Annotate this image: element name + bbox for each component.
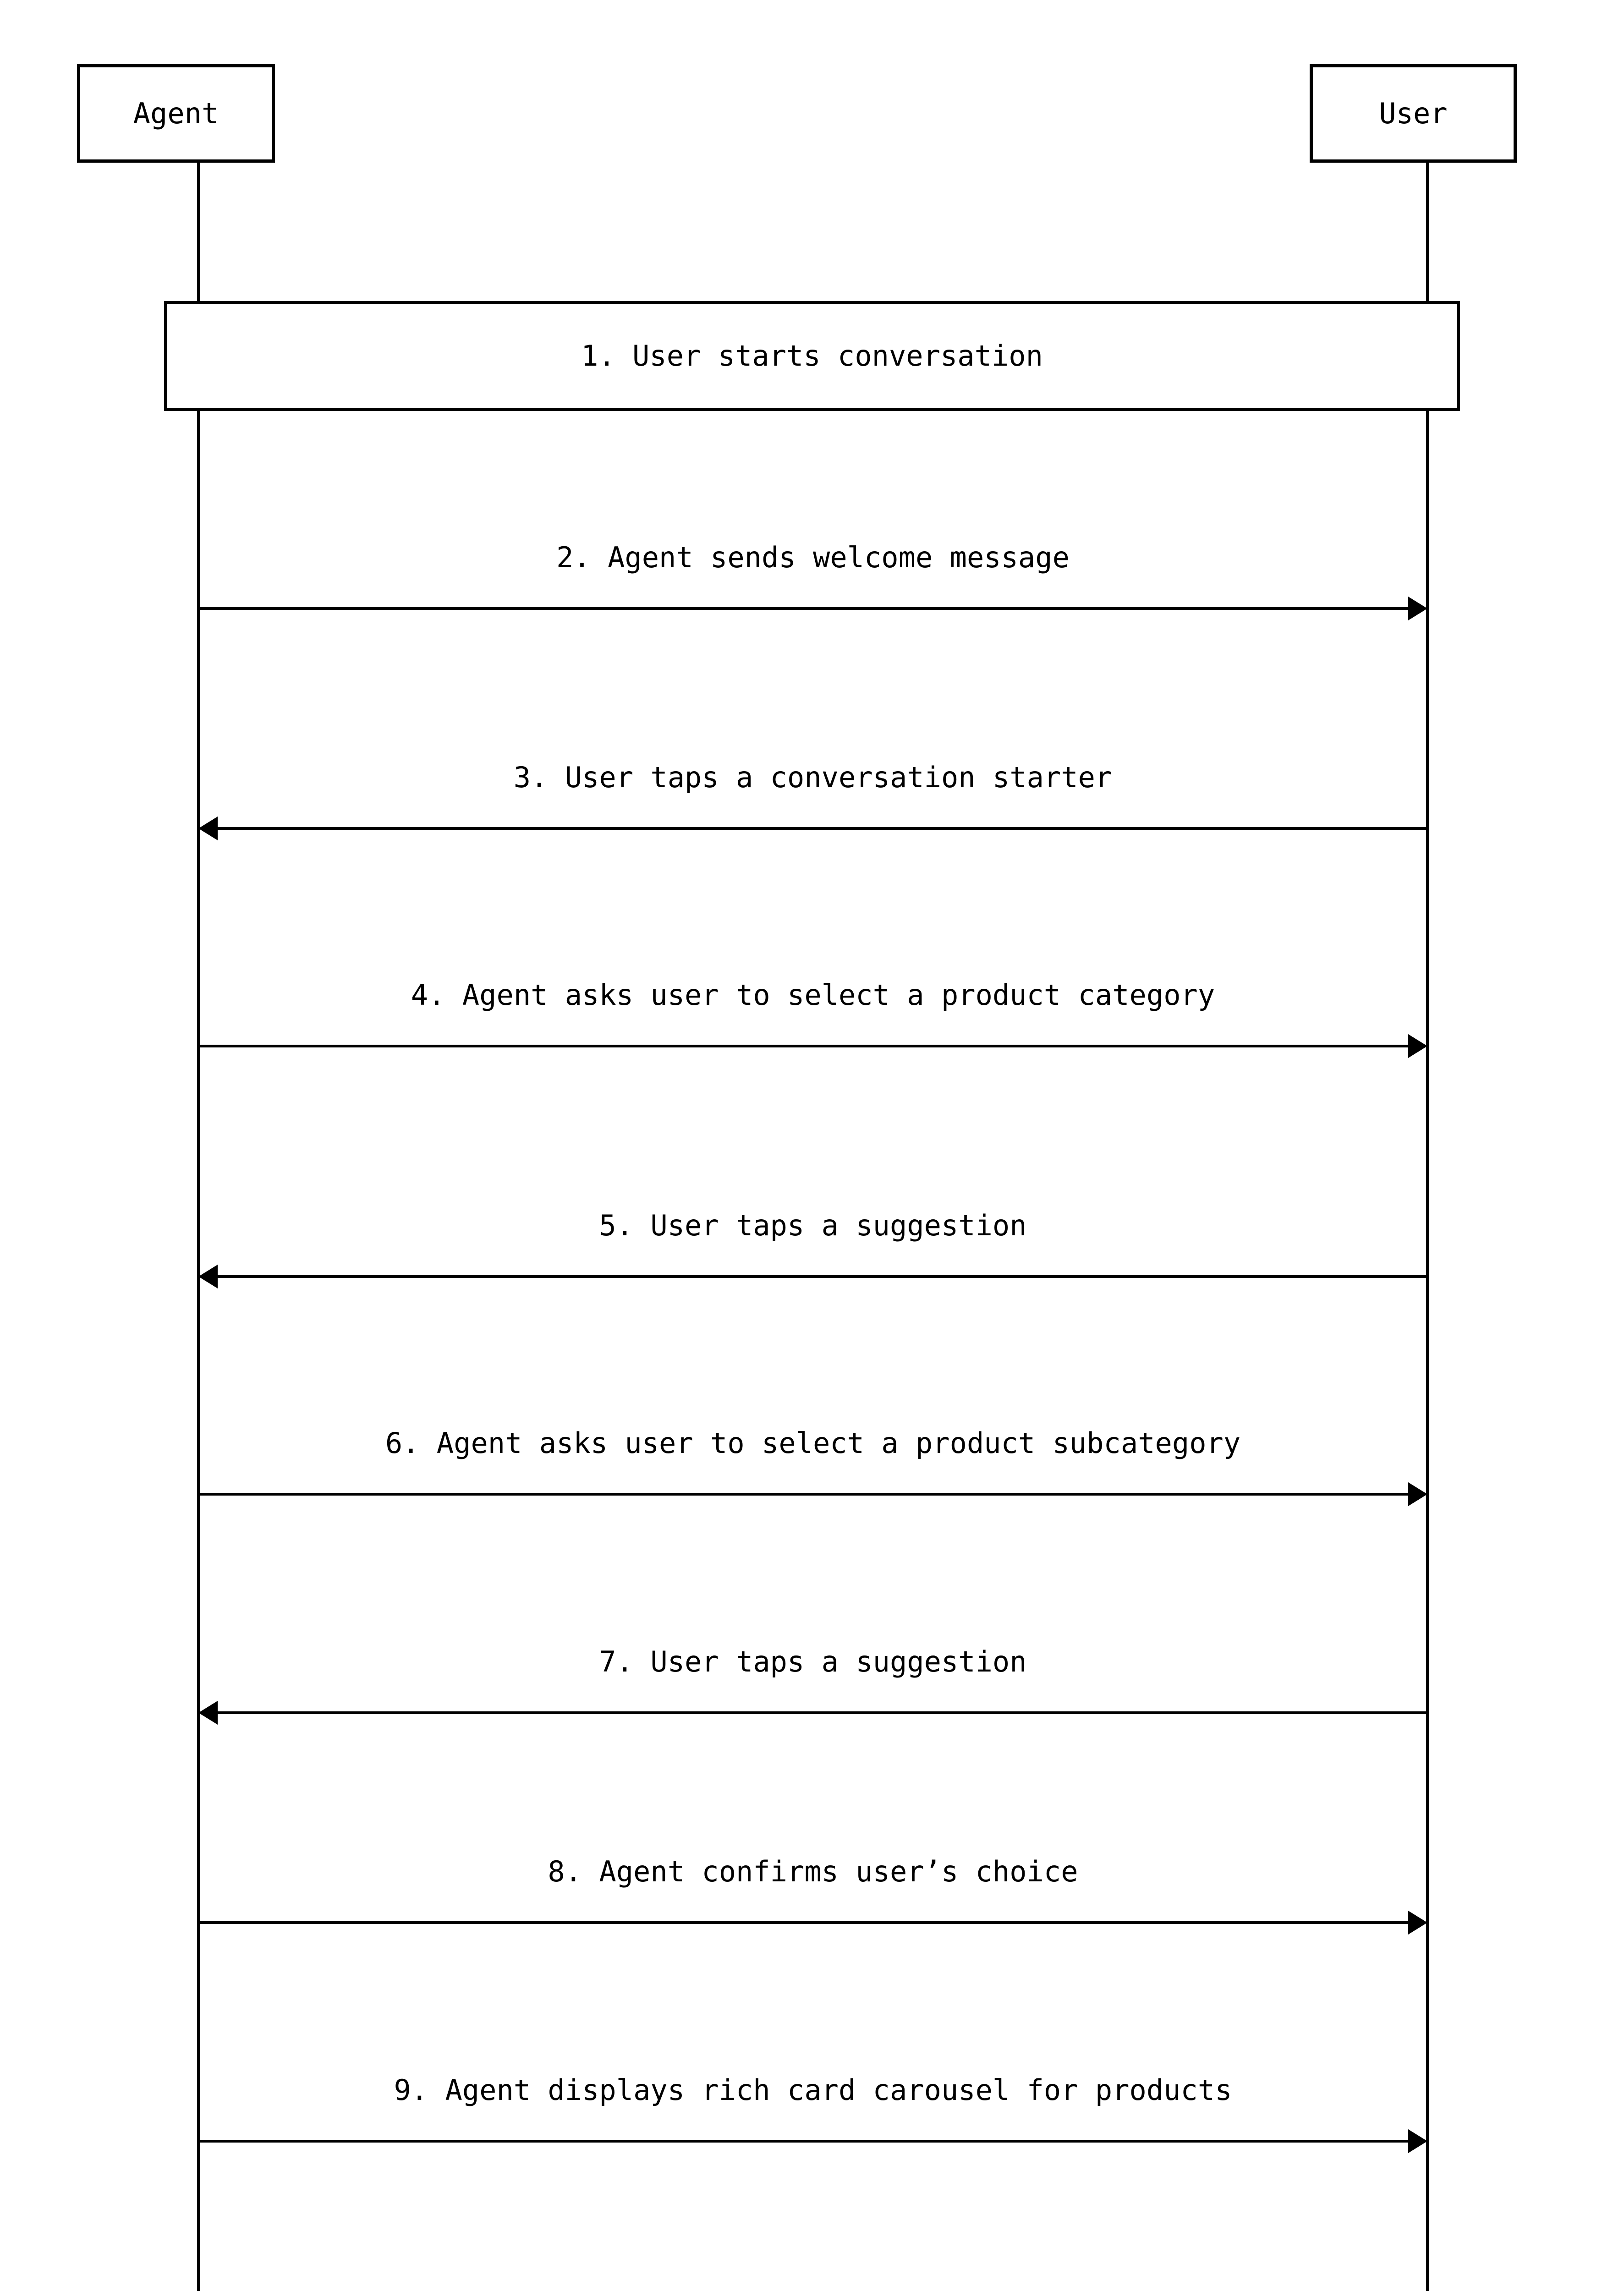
message-line-3 bbox=[216, 827, 1427, 830]
message-label-3: 3. User taps a conversation starter bbox=[513, 761, 1113, 794]
message-line-2 bbox=[198, 607, 1410, 610]
message-label-6: 6. Agent asks user to select a product s… bbox=[385, 1426, 1241, 1460]
message-line-8 bbox=[198, 1921, 1410, 1924]
message-line-9 bbox=[198, 2140, 1410, 2143]
participant-box-user-header[interactable]: User bbox=[1310, 64, 1517, 163]
message-label-7: 7. User taps a suggestion bbox=[599, 1645, 1027, 1678]
note-box-step-1[interactable]: 1. User starts conversation bbox=[164, 301, 1460, 411]
message-label-8: 8. Agent confirms user’s choice bbox=[548, 1855, 1078, 1888]
arrow-head-right-4 bbox=[1408, 1034, 1427, 1058]
arrow-head-right-8 bbox=[1408, 1911, 1427, 1935]
arrow-head-right-6 bbox=[1408, 1482, 1427, 1506]
participant-box-agent-header[interactable]: Agent bbox=[77, 64, 275, 163]
participant-label-agent: Agent bbox=[133, 96, 219, 130]
message-label-5: 5. User taps a suggestion bbox=[599, 1209, 1027, 1242]
message-label-2: 2. Agent sends welcome message bbox=[556, 541, 1070, 574]
arrow-head-right-2 bbox=[1408, 597, 1427, 620]
message-line-5 bbox=[216, 1275, 1427, 1278]
message-label-9: 9. Agent displays rich card carousel for… bbox=[394, 2073, 1232, 2107]
note-label: 1. User starts conversation bbox=[581, 339, 1043, 373]
message-line-6 bbox=[198, 1493, 1410, 1496]
arrow-head-right-9 bbox=[1408, 2129, 1427, 2153]
arrow-head-left-3 bbox=[198, 817, 218, 840]
arrow-head-left-5 bbox=[198, 1265, 218, 1288]
lifeline-user bbox=[1426, 163, 1429, 2291]
lifeline-agent bbox=[197, 163, 200, 2291]
message-line-4 bbox=[198, 1045, 1410, 1047]
participant-label-user: User bbox=[1379, 96, 1448, 130]
message-label-4: 4. Agent asks user to select a product c… bbox=[411, 978, 1215, 1012]
message-line-7 bbox=[216, 1711, 1427, 1714]
arrow-head-left-7 bbox=[198, 1701, 218, 1725]
